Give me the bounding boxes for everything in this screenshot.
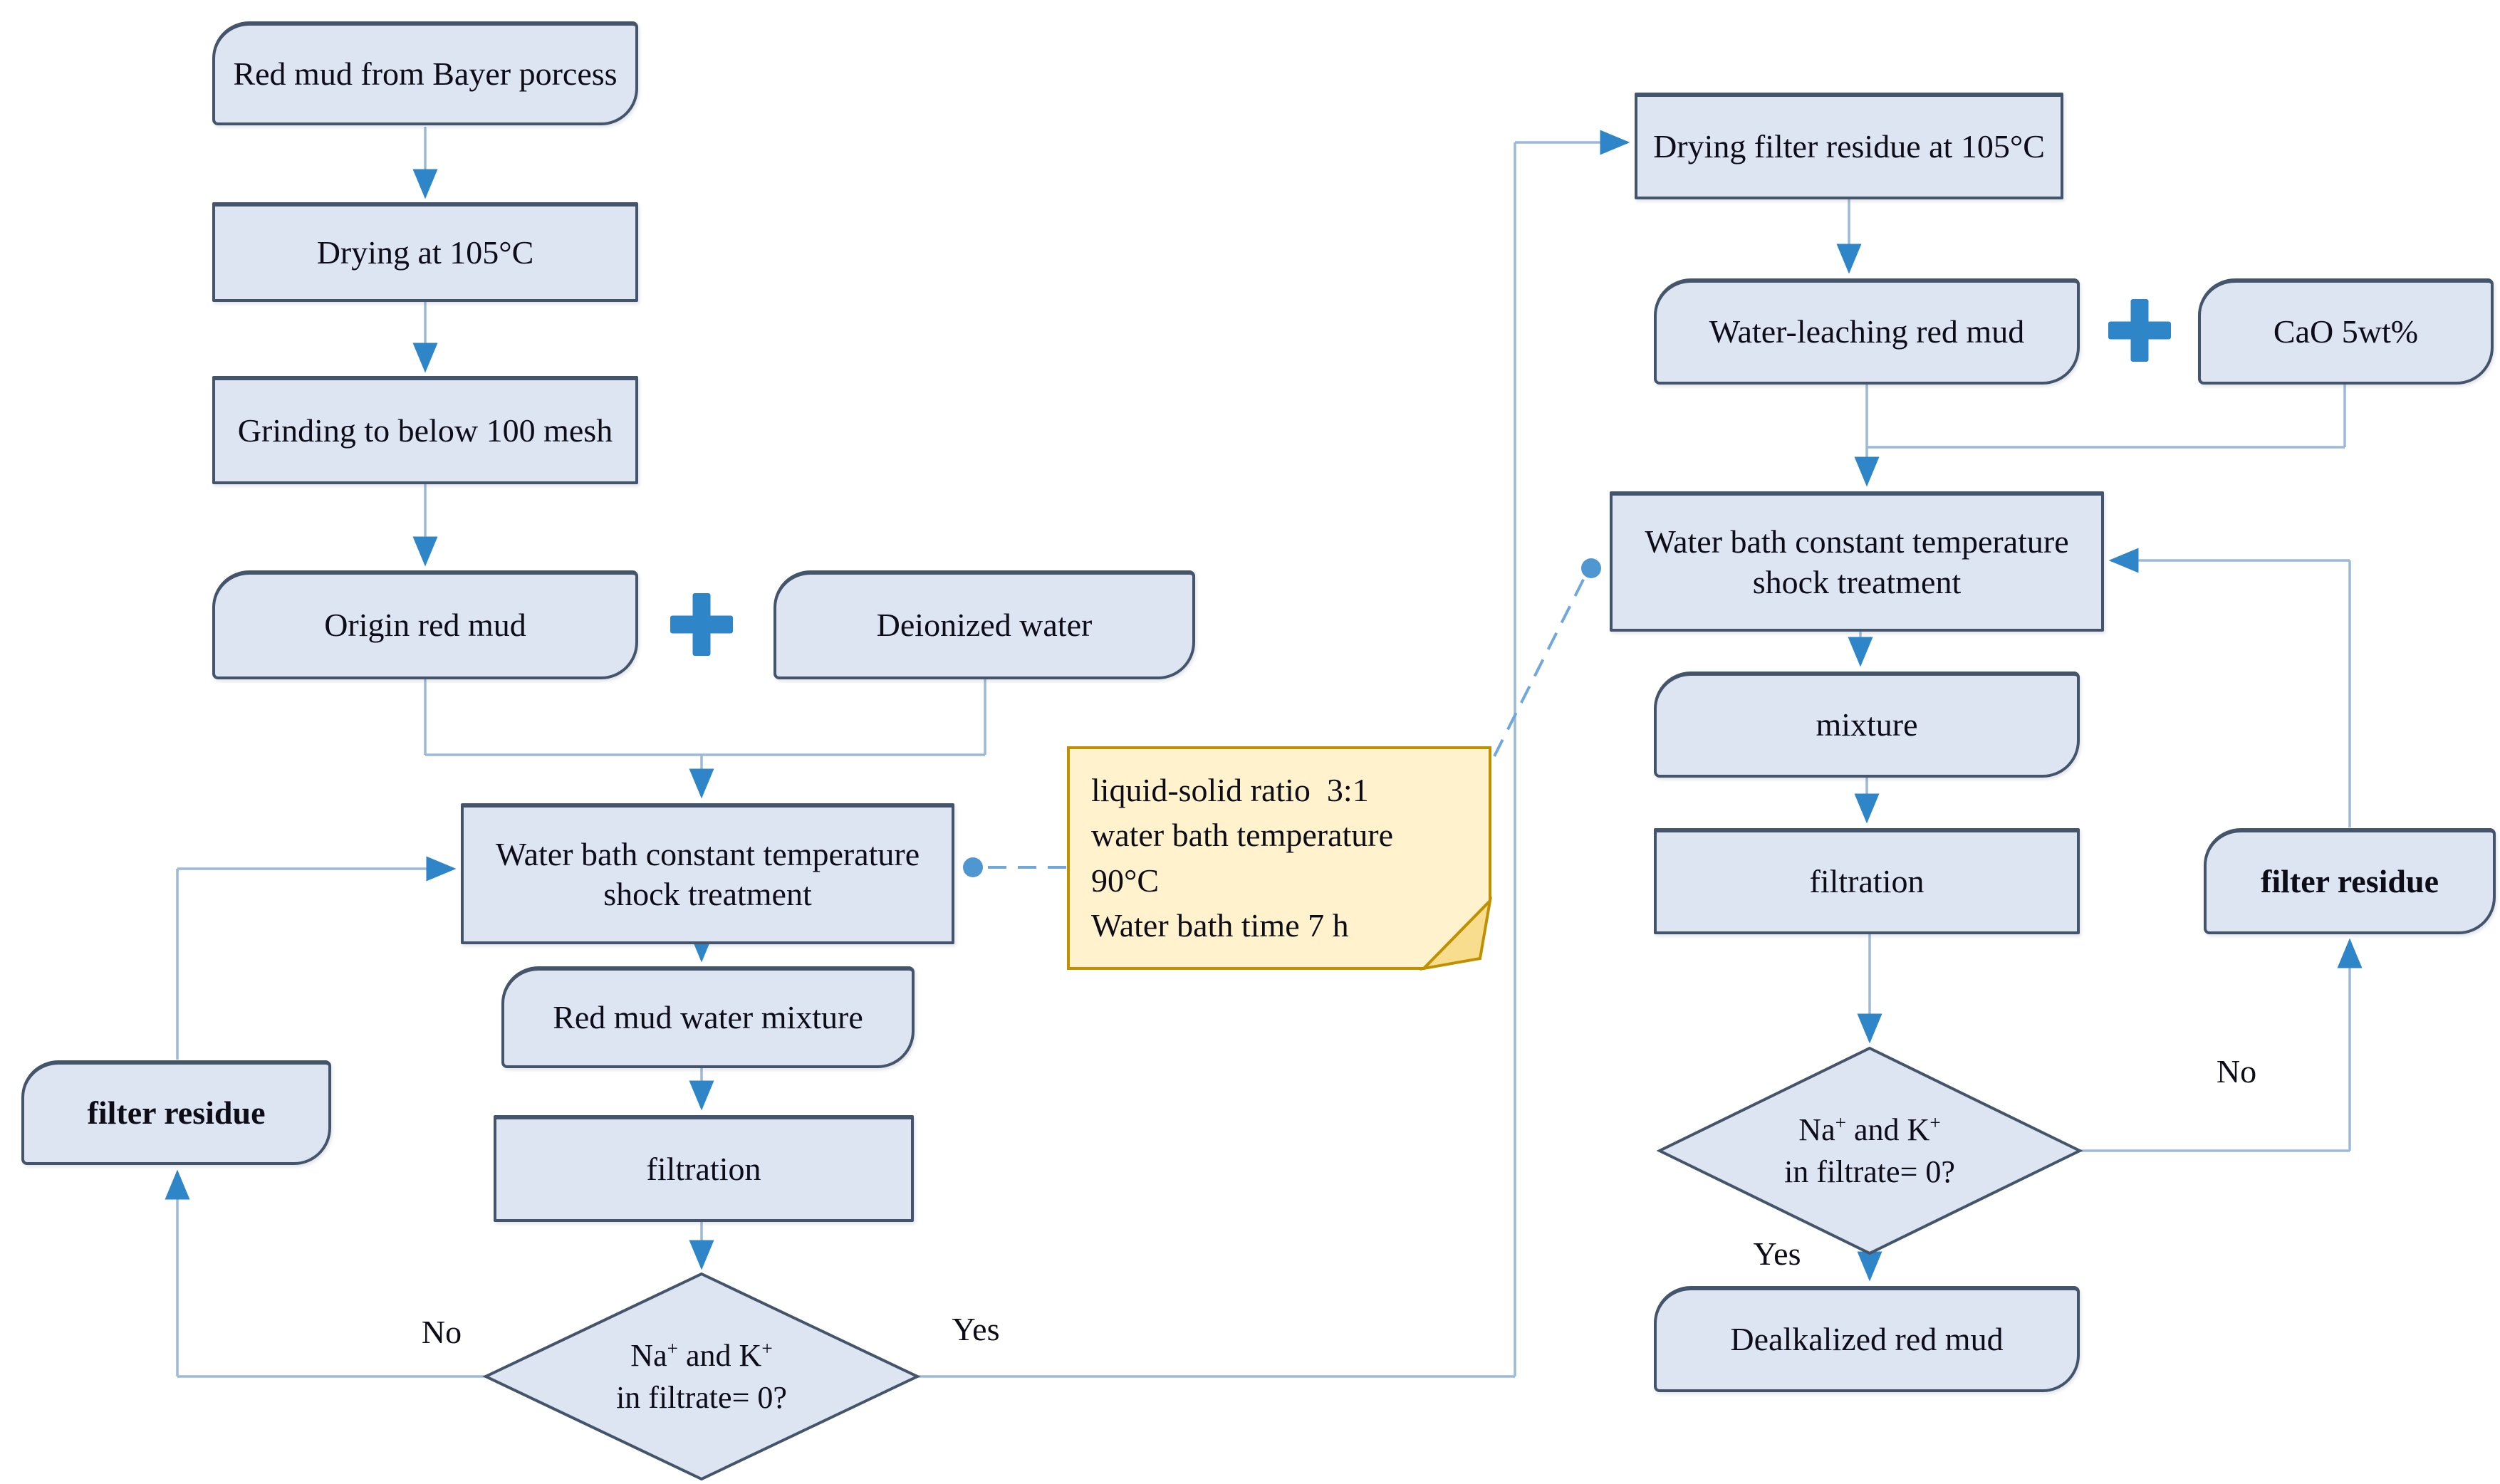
node-label: Origin red mud bbox=[324, 607, 526, 644]
node-water-bath-treatment-right: Water bath constant temperature shock tr… bbox=[1610, 491, 2104, 632]
note-line: liquid-solid ratio 3:1 bbox=[1091, 772, 1369, 808]
node-drying-105c: Drying at 105°C bbox=[212, 202, 638, 302]
note-parameters: liquid-solid ratio 3:1 water bath temper… bbox=[1091, 768, 1479, 949]
node-filter-residue-right: filter residue bbox=[2204, 828, 2496, 934]
node-drying-filter-residue: Drying filter residue at 105°C bbox=[1635, 93, 2063, 199]
node-label: filtration bbox=[1809, 863, 1925, 900]
decision-label-left: Na+ and K+ in filtrate= 0? bbox=[616, 1337, 787, 1415]
node-label: Red mud from Bayer porcess bbox=[233, 55, 618, 92]
note-dashed-connector-right bbox=[1493, 578, 1585, 757]
node-label: mixture bbox=[1816, 706, 1918, 743]
note-connector-dot-left bbox=[963, 857, 983, 877]
yes-branch-label-left: Yes bbox=[952, 1311, 1000, 1347]
note-connector-dot-right bbox=[1581, 558, 1601, 578]
node-label: Grinding to below 100 mesh bbox=[237, 412, 613, 449]
node-filtration-right: filtration bbox=[1654, 828, 2080, 934]
node-filter-residue-left: filter residue bbox=[21, 1060, 331, 1165]
node-label: Water bath constant temperature shock tr… bbox=[495, 835, 920, 912]
decision-diamond-right bbox=[1656, 1046, 2083, 1255]
plus-icon bbox=[2108, 299, 2171, 362]
node-red-mud-water-mixture: Red mud water mixture bbox=[501, 966, 915, 1068]
node-label: Deionized water bbox=[876, 607, 1093, 644]
node-label: Dealkalized red mud bbox=[1730, 1321, 2004, 1358]
node-grinding-100-mesh: Grinding to below 100 mesh bbox=[212, 376, 638, 484]
node-cao-5wt: CaO 5wt% bbox=[2198, 278, 2494, 385]
decision-label-right: Na+ and K+ in filtrate= 0? bbox=[1784, 1111, 1955, 1189]
node-origin-red-mud: Origin red mud bbox=[212, 570, 638, 679]
node-label: Water bath constant temperature shock tr… bbox=[1645, 523, 2069, 600]
note-line: water bath temperature bbox=[1091, 817, 1393, 854]
node-label: Red mud water mixture bbox=[553, 999, 863, 1036]
node-label: filter residue bbox=[2261, 863, 2439, 900]
decision-diamond-left bbox=[482, 1272, 921, 1481]
node-label: Water-leaching red mud bbox=[1709, 313, 2025, 350]
plus-icon bbox=[670, 593, 733, 656]
node-red-mud-from-bayer: Red mud from Bayer porcess bbox=[212, 21, 638, 125]
node-water-bath-treatment-left: Water bath constant temperature shock tr… bbox=[461, 803, 954, 944]
yes-branch-label-right: Yes bbox=[1753, 1235, 1801, 1272]
node-label: filter residue bbox=[87, 1094, 266, 1132]
node-water-leaching-red-mud: Water-leaching red mud bbox=[1654, 278, 2080, 385]
no-branch-label-left: No bbox=[421, 1314, 462, 1350]
node-dealkalized-red-mud: Dealkalized red mud bbox=[1654, 1286, 2080, 1392]
no-branch-label-right: No bbox=[2216, 1053, 2257, 1090]
note-folded-corner-icon bbox=[1420, 897, 1493, 971]
node-filtration-left: filtration bbox=[494, 1115, 914, 1222]
node-label: Drying filter residue at 105°C bbox=[1653, 127, 2045, 164]
node-label: Drying at 105°C bbox=[316, 234, 534, 271]
note-line: Water bath time 7 h bbox=[1091, 907, 1349, 944]
node-deionized-water: Deionized water bbox=[774, 570, 1195, 679]
node-mixture: mixture bbox=[1654, 672, 2080, 778]
note-line: 90°C bbox=[1091, 862, 1160, 899]
node-label: CaO 5wt% bbox=[2273, 313, 2419, 350]
node-label: filtration bbox=[646, 1150, 761, 1187]
